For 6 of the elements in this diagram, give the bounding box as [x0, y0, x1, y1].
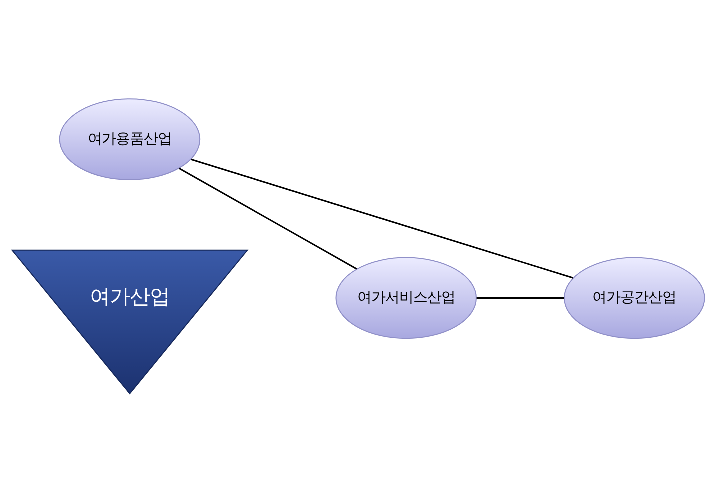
connector [476, 296, 564, 298]
node-ellipse: 여가용품산업 [59, 98, 201, 180]
node-ellipse: 여가서비스산업 [336, 256, 477, 339]
connector [191, 158, 574, 278]
node-ellipse: 여가공간산업 [564, 256, 706, 339]
connector [179, 167, 358, 270]
